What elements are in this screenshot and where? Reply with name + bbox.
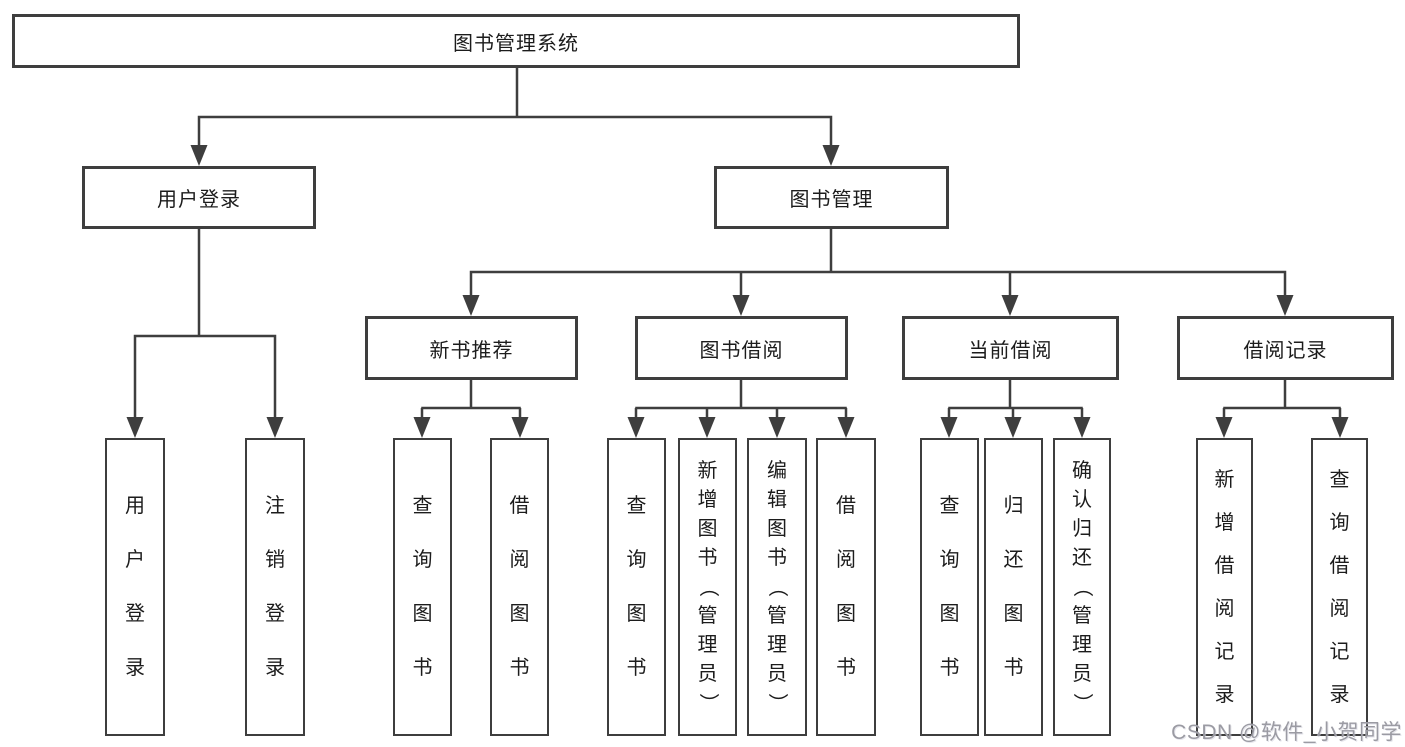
node-new-book-recommend: 新书推荐 bbox=[365, 316, 578, 380]
node-user-login: 用户登录 bbox=[82, 166, 316, 229]
arrowhead-icon bbox=[1004, 417, 1022, 438]
node-book-management: 图书管理 bbox=[714, 166, 949, 229]
arrowhead-icon bbox=[126, 417, 144, 438]
leaf-borrow-borrow-books: 借阅图书 bbox=[816, 438, 876, 736]
leaf-borrow-add-books-admin: 新增图书（管理员） bbox=[678, 438, 737, 736]
arrowhead-icon bbox=[768, 417, 786, 438]
leaf-user-login: 用户登录 bbox=[105, 438, 165, 736]
arrowhead-icon bbox=[511, 417, 529, 438]
arrowhead-icon bbox=[940, 417, 958, 438]
leaf-newbook-borrow-books: 借阅图书 bbox=[490, 438, 549, 736]
connector-new-book-children bbox=[413, 380, 529, 438]
arrowhead-icon bbox=[1073, 417, 1091, 438]
connector-book-borrow-children bbox=[627, 380, 855, 438]
leaf-borrow-query-books: 查询图书 bbox=[607, 438, 666, 736]
arrowhead-icon bbox=[190, 145, 208, 166]
arrowhead-icon bbox=[1276, 295, 1294, 316]
arrowhead-icon bbox=[732, 295, 750, 316]
leaf-newbook-query-books: 查询图书 bbox=[393, 438, 452, 736]
watermark: CSDN @软件_小贺同学 bbox=[1171, 721, 1402, 744]
connector-book-mgmt-children bbox=[462, 229, 1294, 316]
arrowhead-icon bbox=[698, 417, 716, 438]
leaf-record-query-record: 查询借阅记录 bbox=[1311, 438, 1368, 736]
arrowhead-icon bbox=[1001, 295, 1019, 316]
arrowhead-icon bbox=[822, 145, 840, 166]
node-current-borrowing: 当前借阅 bbox=[902, 316, 1119, 380]
connector-borrow-record-children bbox=[1215, 380, 1349, 438]
arrowhead-icon bbox=[1215, 417, 1233, 438]
leaf-record-add-record: 新增借阅记录 bbox=[1196, 438, 1253, 736]
node-root-library-system: 图书管理系统 bbox=[12, 14, 1020, 68]
arrowhead-icon bbox=[627, 417, 645, 438]
leaf-current-confirm-return-admin: 确认归还（管理员） bbox=[1053, 438, 1111, 736]
leaf-current-query-books: 查询图书 bbox=[920, 438, 979, 736]
leaf-logout: 注销登录 bbox=[245, 438, 305, 736]
leaf-borrow-edit-books-admin: 编辑图书（管理员） bbox=[747, 438, 807, 736]
arrowhead-icon bbox=[1331, 417, 1349, 438]
leaf-current-return-books: 归还图书 bbox=[984, 438, 1043, 736]
arrowhead-icon bbox=[266, 417, 284, 438]
node-book-borrowing: 图书借阅 bbox=[635, 316, 848, 380]
node-borrowing-records: 借阅记录 bbox=[1177, 316, 1394, 380]
arrowhead-icon bbox=[413, 417, 431, 438]
arrowhead-icon bbox=[837, 417, 855, 438]
arrowhead-icon bbox=[462, 295, 480, 316]
connector-user-login-children bbox=[126, 229, 284, 438]
connector-current-borrow-children bbox=[940, 380, 1091, 438]
connector-root-to-level1 bbox=[190, 68, 840, 166]
